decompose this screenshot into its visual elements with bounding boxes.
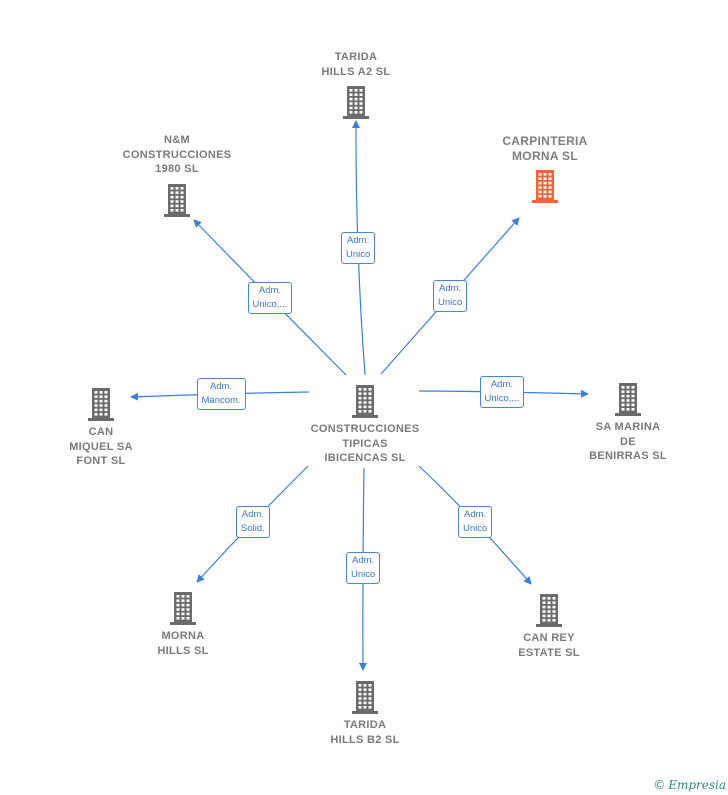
building-icon	[615, 383, 641, 416]
company-label-can-miquel: CAN MIQUEL SA FONT SL	[69, 426, 133, 467]
center-company-node[interactable]: CONSTRUCCIONES TIPICAS IBICENCAS SL	[290, 384, 440, 466]
company-node-sa-marina[interactable]: SA MARINA DE BENIRRAS SL	[553, 382, 703, 464]
company-label-nm: N&M CONSTRUCCIONES 1980 SL	[122, 134, 232, 175]
company-label-morna-hills: MORNA HILLS SL	[157, 630, 209, 657]
company-label-tarida-b2: TARIDA HILLS B2 SL	[330, 719, 400, 746]
edge-label-tarida-b2[interactable]: Adm. Unico	[346, 552, 381, 584]
company-label-can-rey: CAN REY ESTATE SL	[518, 632, 580, 659]
company-label-sa-marina: SA MARINA DE BENIRRAS SL	[589, 421, 667, 462]
copyright-symbol: ©	[653, 778, 666, 792]
center-company-label: CONSTRUCCIONES TIPICAS IBICENCAS SL	[310, 423, 420, 464]
company-node-morna-hills[interactable]: MORNA HILLS SL	[108, 591, 258, 658]
edge-label-sa-marina[interactable]: Adm. Unico,...	[479, 376, 525, 408]
building-icon	[164, 183, 190, 217]
brand-watermark: ©Empresia	[653, 778, 726, 792]
company-node-can-rey[interactable]: CAN REY ESTATE SL	[474, 593, 624, 660]
edge-label-morna-hills[interactable]: Adm. Solid.	[236, 506, 270, 538]
company-node-tarida-a2[interactable]: TARIDA HILLS A2 SL	[281, 50, 431, 119]
building-icon	[343, 86, 369, 119]
edge-label-nm[interactable]: Adm. Unico,...	[247, 282, 293, 314]
edge-label-can-miquel[interactable]: Adm. Mancom.	[196, 378, 246, 410]
building-icon	[352, 681, 378, 714]
company-label-tarida-a2: TARIDA HILLS A2 SL	[321, 51, 391, 78]
brand-name: Empresia	[668, 778, 726, 792]
company-label-carpinteria: CARPINTERIA MORNA SL	[502, 134, 588, 163]
building-icon	[532, 170, 558, 203]
building-icon	[88, 388, 114, 421]
building-icon	[352, 385, 378, 418]
company-node-can-miquel[interactable]: CAN MIQUEL SA FONT SL	[26, 387, 176, 469]
edge-label-tarida-a2[interactable]: Adm. Unico	[341, 232, 376, 264]
edge-label-carpinteria[interactable]: Adm. Unico	[433, 280, 468, 312]
building-icon	[536, 594, 562, 627]
company-node-carpinteria[interactable]: CARPINTERIA MORNA SL	[470, 134, 620, 203]
building-icon	[170, 592, 196, 625]
company-node-nm[interactable]: N&M CONSTRUCCIONES 1980 SL	[102, 133, 252, 217]
company-node-tarida-b2[interactable]: TARIDA HILLS B2 SL	[290, 680, 440, 747]
edge-label-can-rey[interactable]: Adm. Unico	[458, 506, 493, 538]
